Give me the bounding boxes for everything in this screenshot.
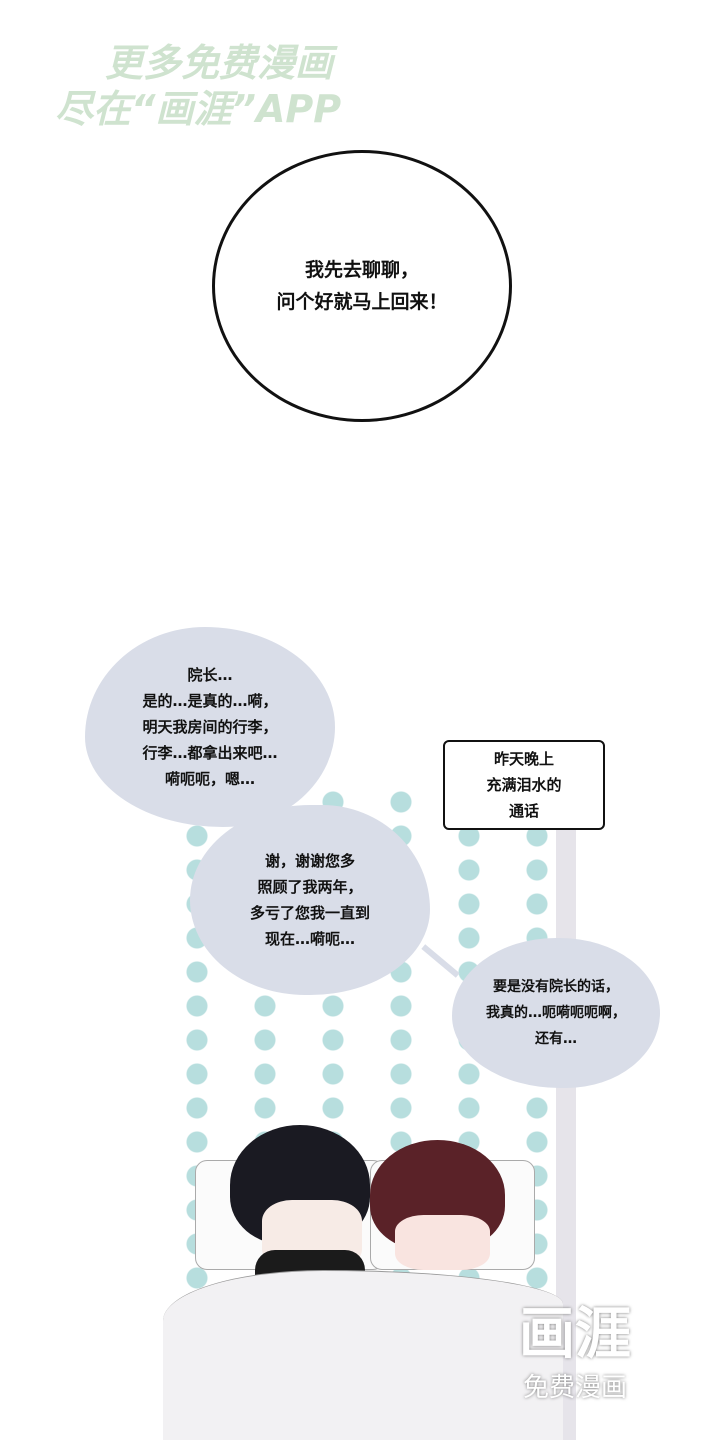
watermark-line: 更多免费漫画 (105, 41, 334, 85)
blanket (163, 1270, 563, 1440)
watermark-logo: 画涯 (519, 1302, 631, 1367)
speech-text: 要是没有院长的话， 我真的…呃嗬呃呃啊， 还有… (486, 979, 626, 1047)
speech-bubble-1: 院长… 是的…是真的…嗬， 明天我房间的行李， 行李…都拿出来吧… 嗬呃呃，嗯… (85, 627, 335, 827)
speech-text: 谢，谢谢您多 照顾了我两年， 多亏了您我一直到 现在…嗬呃… (249, 852, 370, 948)
caption-sign: 昨天晚上 充满泪水的 通话 (443, 740, 605, 830)
speech-bubble-circle: 我先去聊聊， 问个好就马上回来！ (212, 150, 512, 422)
watermark-bottom: 画涯 免费漫画 (500, 1300, 650, 1406)
watermark-tagline: 免费漫画 (522, 1373, 627, 1403)
watermark-line: 尽在“画涯”APP (55, 87, 342, 131)
speech-bubble-3: 要是没有院长的话， 我真的…呃嗬呃呃啊， 还有… (452, 938, 660, 1088)
caption-text: 昨天晚上 充满泪水的 通话 (486, 750, 562, 820)
speech-bubble-2: 谢，谢谢您多 照顾了我两年， 多亏了您我一直到 现在…嗬呃… (190, 805, 430, 995)
speech-text: 院长… 是的…是真的…嗬， 明天我房间的行李， 行李…都拿出来吧… 嗬呃呃，嗯… (142, 666, 278, 788)
speech-text: 我先去聊聊， 问个好就马上回来！ (276, 259, 448, 313)
character-right-face (395, 1215, 490, 1270)
watermark-top: 更多免费漫画 尽在“画涯”APP (55, 40, 341, 132)
